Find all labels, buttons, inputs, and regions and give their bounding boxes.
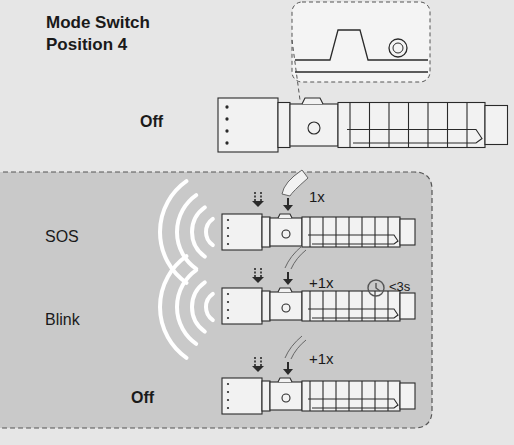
- mode-name: Blink: [45, 311, 80, 329]
- sound-waves: [160, 181, 213, 283]
- flashlight: [222, 378, 415, 414]
- mode-region: [0, 172, 432, 428]
- mode-name: Off: [140, 113, 163, 131]
- press-arrow: [282, 170, 308, 211]
- press-count: 1x: [309, 188, 325, 205]
- title: Mode Switch Position 4: [46, 12, 164, 56]
- flashlight: [222, 214, 415, 250]
- direction-icon: [252, 192, 264, 207]
- press-arrow: [283, 246, 306, 285]
- time-note: <3s: [389, 280, 410, 295]
- clock-icon: [368, 280, 384, 296]
- sound-waves: [160, 256, 213, 358]
- direction-icon: [252, 357, 264, 372]
- press-count: +1x: [309, 274, 334, 291]
- zoom-callout: [292, 2, 430, 100]
- flashlight: [222, 288, 415, 324]
- press-arrow: [283, 336, 306, 375]
- mode-name: Off: [131, 389, 154, 407]
- flashlight: [218, 98, 508, 152]
- direction-icon: [252, 268, 264, 283]
- mode-name: SOS: [45, 228, 79, 246]
- press-count: +1x: [309, 350, 334, 367]
